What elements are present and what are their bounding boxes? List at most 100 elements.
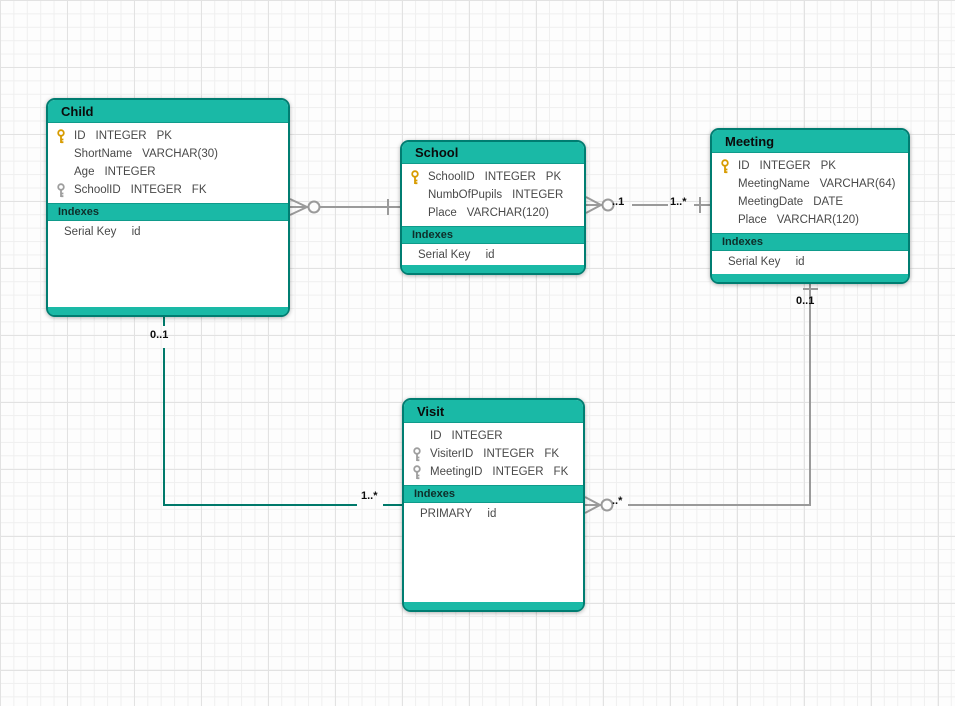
column-type: INTEGER xyxy=(484,171,536,184)
cardinality-label: ..1 xyxy=(612,196,625,208)
column-row[interactable]: VisiterID INTEGER FK xyxy=(404,445,583,463)
primary-key-icon xyxy=(54,128,67,144)
relationship-child-visit[interactable] xyxy=(163,317,402,506)
cardinality-label: ..* xyxy=(612,495,623,507)
column-row[interactable]: MeetingName VARCHAR(64) xyxy=(712,175,908,193)
foreign-key-icon xyxy=(410,446,423,462)
table-title: School xyxy=(415,145,459,161)
column-flag: FK xyxy=(553,466,569,478)
table-child-header[interactable]: Child xyxy=(48,100,288,123)
index-column: id xyxy=(487,508,497,520)
table-body-filler xyxy=(48,242,288,307)
indexes-section-header[interactable]: Indexes xyxy=(404,485,583,503)
index-column: id xyxy=(131,226,141,238)
column-row[interactable]: ID INTEGER PK xyxy=(48,127,288,145)
column-type: INTEGER xyxy=(104,166,156,178)
foreign-key-icon xyxy=(410,464,423,480)
column-row[interactable]: SchoolID INTEGER PK xyxy=(402,168,584,186)
indexes-section-header[interactable]: Indexes xyxy=(712,233,908,251)
table-school-header[interactable]: School xyxy=(402,142,584,165)
column-row[interactable]: Age INTEGER xyxy=(48,163,288,181)
table-title: Visit xyxy=(417,403,445,419)
table-visit-header[interactable]: Visit xyxy=(404,400,583,423)
relationship-school-meeting[interactable] xyxy=(585,196,710,214)
column-type: INTEGER xyxy=(759,160,811,172)
column-list: SchoolID INTEGER PK NumbOfPupils INTEGER… xyxy=(402,164,584,226)
column-type: VARCHAR(120) xyxy=(466,207,550,220)
column-name: ShortName xyxy=(74,148,133,160)
primary-key-icon xyxy=(408,170,421,185)
table-meeting-header[interactable]: Meeting xyxy=(712,130,908,153)
table-title: Child xyxy=(61,103,94,119)
relationship-child-school[interactable] xyxy=(289,198,400,216)
column-row[interactable]: Place VARCHAR(120) xyxy=(712,211,908,229)
index-name: PRIMARY xyxy=(420,508,473,520)
zero-circle-icon xyxy=(600,498,614,512)
column-row[interactable]: NumbOfPupils INTEGER xyxy=(402,186,584,204)
index-row[interactable]: Serial Key id xyxy=(712,251,908,272)
column-type: VARCHAR(120) xyxy=(776,214,860,226)
column-row[interactable]: MeetingID INTEGER FK xyxy=(404,463,583,481)
column-type: DATE xyxy=(813,196,844,208)
column-name: ID xyxy=(738,160,750,172)
column-name: SchoolID xyxy=(428,171,475,184)
crowfoot-many-icon xyxy=(584,496,601,514)
column-type: VARCHAR(30) xyxy=(142,148,218,160)
index-name: Serial Key xyxy=(64,226,117,238)
table-child[interactable]: Child ID INTEGER PK ShortName VARCHAR(30… xyxy=(46,98,290,317)
table-meeting[interactable]: Meeting ID INTEGER PK MeetingName VARCHA… xyxy=(710,128,910,284)
cardinality-label: 1..* xyxy=(361,490,378,502)
column-type: INTEGER xyxy=(492,466,544,478)
relationship-visit-meeting[interactable] xyxy=(584,284,818,514)
column-flag: PK xyxy=(545,171,562,184)
indexes-section-header[interactable]: Indexes xyxy=(48,203,288,221)
column-name: Place xyxy=(428,207,457,220)
column-type: INTEGER xyxy=(130,184,182,196)
table-footer xyxy=(712,274,908,282)
index-column: id xyxy=(485,249,495,262)
column-type: INTEGER xyxy=(483,448,535,460)
column-type: INTEGER xyxy=(512,189,564,202)
index-row[interactable]: Serial Key id xyxy=(48,221,288,242)
cardinality-label: 0..1 xyxy=(796,295,815,307)
table-footer xyxy=(402,265,584,273)
index-row[interactable]: PRIMARY id xyxy=(404,503,583,524)
foreign-key-icon xyxy=(54,182,67,198)
column-row[interactable]: SchoolID INTEGER FK xyxy=(48,181,288,199)
column-flag: FK xyxy=(544,448,560,460)
table-school[interactable]: School SchoolID INTEGER PK NumbOfPupils … xyxy=(400,140,586,275)
column-name: ID xyxy=(74,130,86,142)
indexes-section-header[interactable]: Indexes xyxy=(402,226,584,245)
table-visit[interactable]: Visit ID INTEGER VisiterID INTEGER FK Me… xyxy=(402,398,585,612)
zero-circle-icon xyxy=(307,200,321,214)
column-name: VisiterID xyxy=(430,448,474,460)
column-flag: FK xyxy=(191,184,207,196)
column-row[interactable]: ShortName VARCHAR(30) xyxy=(48,145,288,163)
column-row[interactable]: MeetingDate DATE xyxy=(712,193,908,211)
column-name: MeetingName xyxy=(738,178,810,190)
primary-key-icon xyxy=(718,158,731,174)
column-name: Age xyxy=(74,166,95,178)
index-name: Serial Key xyxy=(728,256,781,268)
column-row[interactable]: Place VARCHAR(120) xyxy=(402,204,584,222)
column-list: ID INTEGER PK MeetingName VARCHAR(64) Me… xyxy=(712,153,908,233)
crowfoot-many-icon xyxy=(585,196,602,214)
table-footer xyxy=(404,602,583,610)
column-row[interactable]: ID INTEGER xyxy=(404,427,583,445)
crowfoot-many-icon xyxy=(289,198,308,216)
column-type: INTEGER xyxy=(95,130,147,142)
index-row[interactable]: Serial Key id xyxy=(402,244,584,265)
column-flag: PK xyxy=(820,160,836,172)
index-column: id xyxy=(795,256,805,268)
column-type: INTEGER xyxy=(451,430,503,442)
column-name: MeetingDate xyxy=(738,196,804,208)
table-body-filler xyxy=(404,524,583,602)
column-row[interactable]: ID INTEGER PK xyxy=(712,157,908,175)
column-list: ID INTEGER PK ShortName VARCHAR(30) Age … xyxy=(48,123,288,203)
table-footer xyxy=(48,307,288,315)
column-name: NumbOfPupils xyxy=(428,189,503,202)
column-name: SchoolID xyxy=(74,184,121,196)
cardinality-label: 0..1 xyxy=(150,329,169,341)
